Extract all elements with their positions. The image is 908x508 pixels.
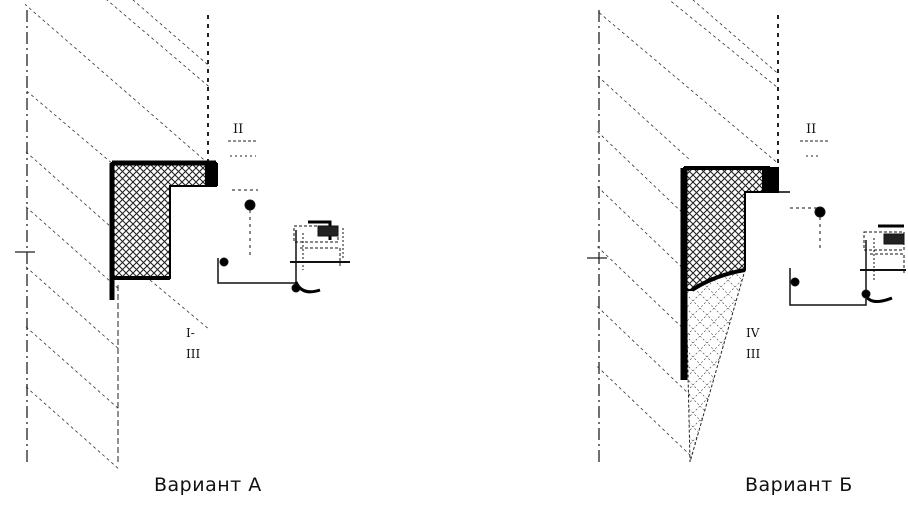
variant-b-label-top: II <box>800 122 830 157</box>
svg-text:III: III <box>186 347 200 361</box>
svg-text:II: II <box>806 122 816 137</box>
variant-a-insulation <box>111 162 217 279</box>
variant-b-drawing: II IV III <box>587 0 906 463</box>
variant-b-filler <box>685 269 746 463</box>
svg-text:II: II <box>233 122 243 137</box>
variant-a-label-bottom: I- III <box>186 326 200 361</box>
variant-a-caption: Вариант А <box>154 474 262 496</box>
variant-a-wall-hatching <box>25 0 210 470</box>
svg-text:III: III <box>746 347 760 361</box>
variant-a-label-top: II <box>228 122 258 157</box>
variant-a-bracket <box>217 189 350 294</box>
variant-b-wall-hatching <box>597 0 777 456</box>
variant-b-label-bottom: IV III <box>746 326 760 361</box>
variant-b-caption: Вариант Б <box>745 474 853 496</box>
svg-text:IV: IV <box>746 326 760 340</box>
variant-b-bracket <box>789 206 906 306</box>
variant-a-drawing: II I- III <box>15 0 350 470</box>
svg-text:I-: I- <box>186 326 195 340</box>
